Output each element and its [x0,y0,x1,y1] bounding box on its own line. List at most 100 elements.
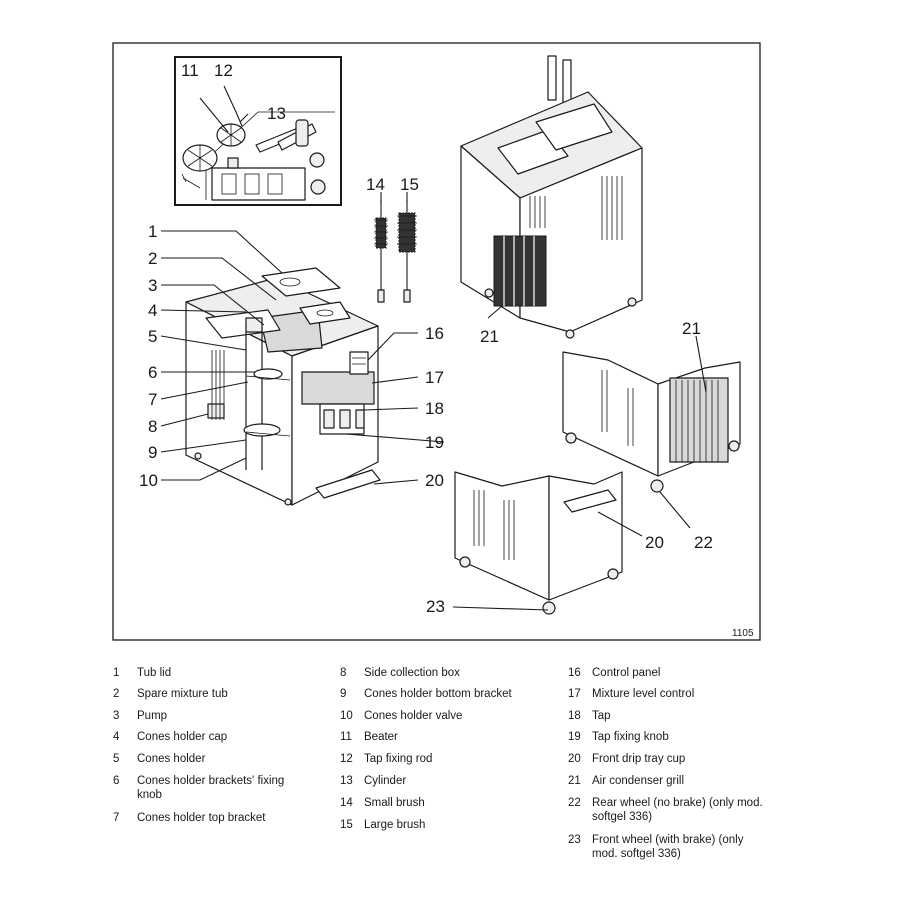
legend-number: 12 [340,753,353,765]
callout-label: 5 [148,327,157,346]
figure-number: 1105 [732,628,754,639]
callout-label: 10 [139,471,158,490]
callout-label: 18 [425,399,444,418]
legend-text: Beater [364,731,398,743]
callout-numbers: 1 2 3 4 5 6 7 8 9 10 11 12 13 14 15 16 1… [139,61,713,616]
legend-text: Cones holder cap [137,731,228,743]
callout-label: 17 [425,368,444,387]
legend-text: Side collection box [364,667,460,679]
legend-text: Cones holder bottom bracket [364,688,512,700]
legend-item: 8 Side collection box [340,666,550,680]
callout-label: 21 [480,327,499,346]
callout-label: 15 [400,175,419,194]
legend-number: 22 [568,797,581,809]
callout-label: 4 [148,301,157,320]
legend-number: 15 [340,819,353,831]
legend-item: 12 Tap fixing rod [340,752,550,766]
callout-label: 7 [148,390,157,409]
legend-number: 21 [568,775,581,787]
legend-text: Tap fixing rod [364,753,433,765]
callout-label: 19 [425,433,444,452]
callout-label: 20 [425,471,444,490]
legend-number: 23 [568,834,581,846]
legend-number: 2 [113,688,120,700]
legend-item: 2 Spare mixture tub [113,687,313,701]
callout-label: 6 [148,363,157,382]
legend-number: 8 [340,667,347,679]
legend-item: 10 Cones holder valve [340,709,550,723]
callout-label: 14 [366,175,385,194]
legend-text: Cones holder valve [364,710,463,722]
legend-item: 4 Cones holder cap [113,730,313,744]
legend-number: 4 [113,731,120,743]
legend-text: Front wheel (with brake) (only mod. soft… [592,834,744,860]
legend-text: Cones holder top bracket [137,812,266,824]
callout-label: 8 [148,417,157,436]
legend-number: 16 [568,667,581,679]
legend-text: Air condenser grill [592,775,685,787]
callout-label: 1 [148,222,157,241]
leader-lines [160,85,707,611]
legend-item: 13 Cylinder [340,774,550,788]
legend-number: 20 [568,753,581,765]
legend-number: 13 [340,775,353,787]
legend-text: Cones holder [137,753,206,765]
legend-text: Mixture level control [592,688,695,700]
legend-item: 11 Beater [340,730,550,744]
legend-item: 9 Cones holder bottom bracket [340,687,550,701]
callout-label: 9 [148,443,157,462]
legend-item: 21 Air condenser grill [568,774,773,788]
legend-number: 11 [340,731,352,743]
back-machine [460,55,643,339]
figure-frame [112,42,761,641]
legend-text: Small brush [364,797,425,809]
main-machine [185,267,381,506]
legend-item: 5 Cones holder [113,752,313,766]
legend-number: 5 [113,753,120,765]
legend-number: 17 [568,688,581,700]
callout-label: 22 [694,533,713,552]
legend-text: Cones holder brackets' fixing knob [137,775,285,801]
legend-text: Cylinder [364,775,407,787]
legend-text: Tap [592,710,611,722]
legend-text: Large brush [364,819,426,831]
legend-item: 22 Rear wheel (no brake) (only mod. softg… [568,796,773,824]
legend-item: 23 Front wheel (with brake) (only mod. so… [568,833,773,861]
callout-label: 21 [682,319,701,338]
legend-number: 14 [340,797,353,809]
legend-item: 17 Mixture level control [568,687,773,701]
legend-number: 9 [340,688,347,700]
callout-label: 13 [267,104,286,123]
legend-item: 6 Cones holder brackets' fixing knob [113,774,313,802]
legend-item: 16 Control panel [568,666,773,680]
legend-item: 7 Cones holder top bracket [113,811,313,825]
callout-label: 11 [181,61,199,80]
callout-label: 23 [426,597,445,616]
legend-text: Control panel [592,667,661,679]
legend-number: 7 [113,812,120,824]
callout-label: 16 [425,324,444,343]
legend-text: Rear wheel (no brake) (only mod. softgel… [592,797,763,823]
legend-number: 10 [340,710,353,722]
exploded-view-figure: 1 2 3 4 5 6 7 8 9 10 11 12 13 14 15 16 1… [112,42,761,641]
legend-text: Spare mixture tub [137,688,228,700]
brushes [374,200,417,303]
legend-text: Pump [137,710,168,722]
legend-number: 6 [113,775,120,787]
legend-text: Tub lid [137,667,172,679]
callout-label: 12 [214,61,233,80]
inset-detail [174,56,342,206]
callout-label: 2 [148,249,157,268]
callout-label: 20 [645,533,664,552]
callout-label: 3 [148,276,157,295]
legend-item: 14 Small brush [340,796,550,810]
legend-number: 3 [113,710,120,722]
legend-number: 19 [568,731,581,743]
cart-front [454,471,623,615]
